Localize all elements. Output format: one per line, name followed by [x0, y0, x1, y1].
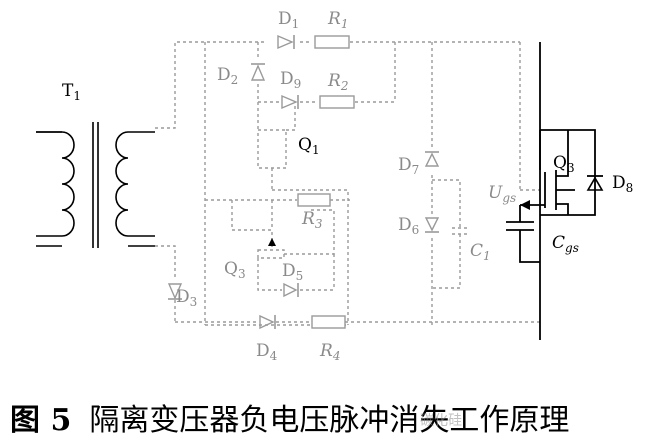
- d5-label: D5: [282, 261, 303, 283]
- c1-label: C1: [470, 241, 491, 263]
- d7-label: D7: [398, 155, 419, 177]
- d9-diode: [281, 94, 299, 110]
- d2-label: D2: [217, 65, 238, 87]
- d8-label: D8: [612, 173, 633, 195]
- r4-resistor: [311, 315, 346, 329]
- ugs-label: Ugs: [488, 183, 516, 205]
- watermark: 碳化硅: [420, 413, 462, 429]
- q3-left-label: Q3: [224, 259, 246, 281]
- r3-resistor: [297, 193, 331, 207]
- d4-diode: [259, 314, 276, 330]
- d1-diode: [277, 34, 295, 50]
- r2-resistor: [319, 95, 355, 109]
- figure-title: 隔离变压器负电压脉冲消失工作原理: [89, 403, 570, 438]
- figure-caption: 图 5 隔离变压器负电压脉冲消失工作原理: [10, 395, 660, 439]
- d3-label: D3: [176, 287, 197, 309]
- q1-label: Q1: [298, 135, 320, 157]
- q3-gate-arrow: [268, 238, 276, 246]
- d5-diode: [283, 282, 299, 298]
- d2-diode: [250, 63, 266, 81]
- r3-label: R3: [301, 209, 323, 231]
- r2-label: R2: [327, 71, 348, 93]
- r1-label: R1: [327, 9, 348, 31]
- d3-diode: [167, 283, 183, 300]
- r4-label: R4: [319, 341, 340, 363]
- circuit-diagram: T1 D1 R1 D2 D9 R2 Q1 R3 Q3 D5 D3 D4 R4 D…: [36, 9, 633, 363]
- d1-label: D1: [278, 9, 299, 31]
- cgs-label: Cgs: [552, 233, 579, 255]
- d7-diode: [424, 151, 440, 167]
- cgs-capacitor: [506, 205, 540, 263]
- d6-label: D6: [398, 215, 419, 237]
- t1-label: T1: [62, 81, 81, 103]
- d4-label: D4: [256, 341, 278, 363]
- d8-diode: [586, 175, 604, 191]
- d6-diode: [424, 217, 440, 233]
- transformer-t1: [36, 122, 155, 248]
- figure-number: 图 5: [10, 403, 72, 438]
- q3-right-label: Q3: [553, 153, 575, 175]
- power-switch-q3: [520, 42, 596, 340]
- r1-resistor: [314, 35, 350, 49]
- driver-wiring: [155, 41, 540, 326]
- d9-label: D9: [280, 69, 301, 91]
